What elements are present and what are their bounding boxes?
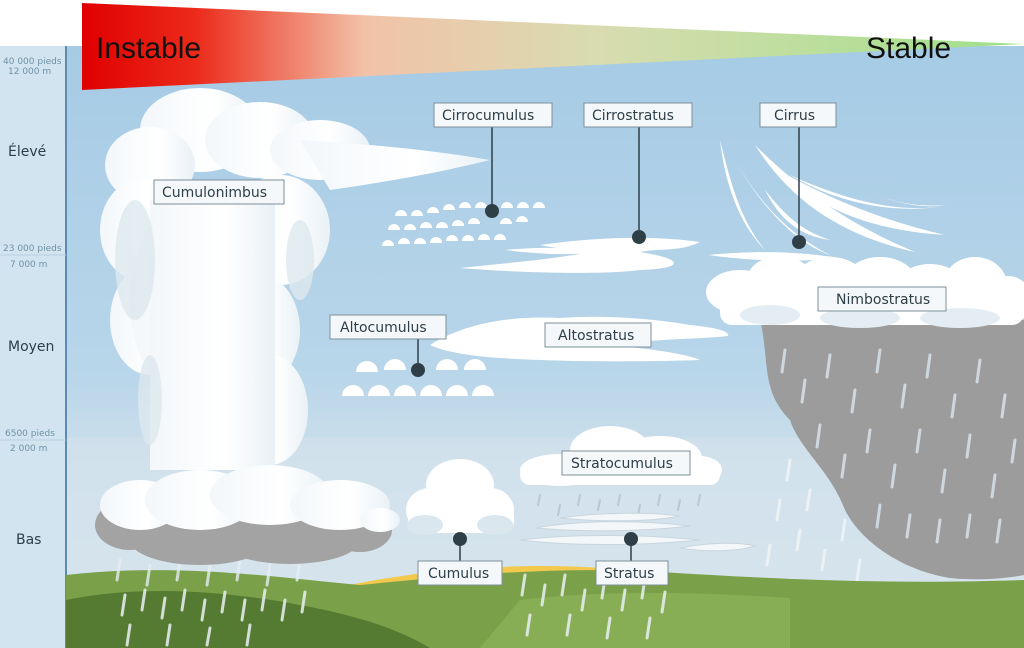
pin-stratus <box>624 532 638 546</box>
altitude-axis: 40 000 pieds 12 000 m 23 000 pieds 7 000… <box>0 46 67 648</box>
label-altostratus: Altostratus <box>558 328 634 344</box>
stratus-cloud <box>519 512 757 552</box>
ground-dark-hill <box>66 590 430 648</box>
pin-cirrostratus <box>632 230 646 244</box>
label-cumulus: Cumulus <box>428 566 489 582</box>
ground-light-field <box>480 593 790 648</box>
label-cirrocumulus: Cirrocumulus <box>442 108 534 124</box>
cumulonimbus-shading <box>115 200 314 445</box>
altitude-ft-label: 6500 pieds <box>5 429 55 439</box>
nimbostratus-shading <box>740 305 1000 328</box>
label-cirrostratus: Cirrostratus <box>592 108 674 124</box>
altitude-m-label: 12 000 m <box>8 67 51 77</box>
nimbostratus-rain-cloud <box>760 320 1024 580</box>
cirrocumulus-cloud <box>382 202 545 246</box>
band-label-mid: Moyen <box>8 339 54 355</box>
pin-altocumulus <box>411 363 425 377</box>
altocumulus-cloud <box>342 359 494 396</box>
label-cumulonimbus: Cumulonimbus <box>162 185 267 201</box>
label-stratus: Stratus <box>604 566 654 582</box>
stratocumulus-rain <box>537 494 701 516</box>
stable-label: Stable <box>866 32 951 65</box>
altitude-ft-label: 40 000 pieds <box>3 57 62 67</box>
cirrus-cloud <box>708 140 950 261</box>
band-label-high: Élevé <box>8 143 46 160</box>
band-label-low: Bas <box>16 532 41 548</box>
label-cirrus: Cirrus <box>774 108 815 124</box>
altitude-ft-label: 23 000 pieds <box>3 244 62 254</box>
label-nimbostratus: Nimbostratus <box>836 292 930 308</box>
cloud-labels: Cumulonimbus Cirrocumulus Cirrostratus C… <box>153 102 947 586</box>
pin-cirrus <box>792 235 806 249</box>
pin-cumulus <box>453 532 467 546</box>
cirrostratus-cloud <box>460 237 700 273</box>
stability-scale: Instable Stable <box>82 3 1024 90</box>
nimbostratus-rain-streaks <box>780 348 1017 544</box>
label-pins <box>411 204 806 546</box>
altitude-m-label: 7 000 m <box>10 260 47 270</box>
label-stratocumulus: Stratocumulus <box>571 456 673 472</box>
label-altocumulus: Altocumulus <box>340 320 427 336</box>
cumulus-shading <box>407 515 513 535</box>
pin-cirrocumulus <box>485 204 499 218</box>
unstable-label: Instable <box>96 32 201 65</box>
altitude-m-label: 2 000 m <box>10 444 47 454</box>
